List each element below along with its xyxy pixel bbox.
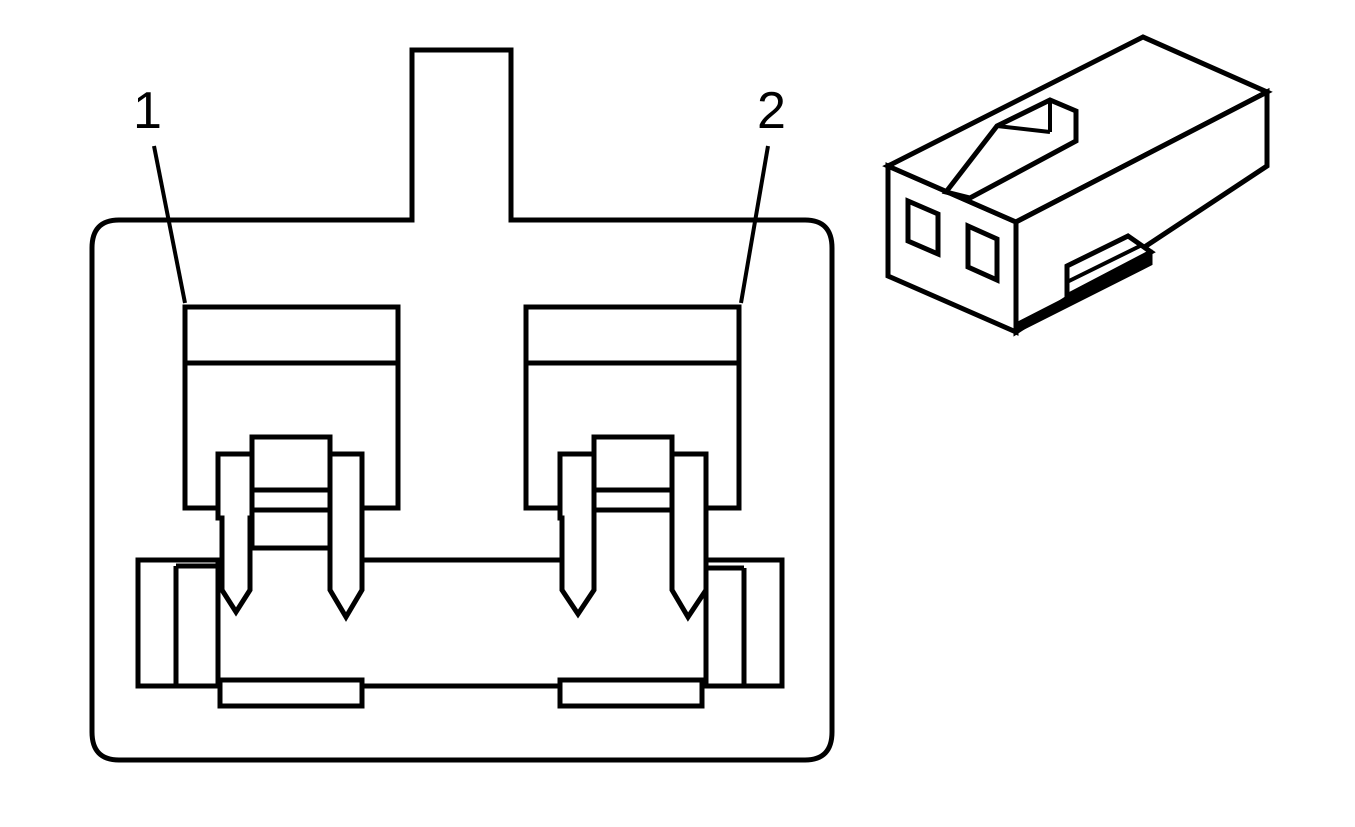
connector-housing-outline (89, 47, 835, 763)
connector-face-view: 1 2 (89, 47, 835, 763)
connector-isometric-view (882, 34, 1273, 337)
terminal-window-1 (905, 197, 941, 258)
terminal-window-2 (965, 222, 1000, 284)
terminal-blade (557, 508, 597, 619)
terminal-blade (215, 508, 255, 617)
pin-1-leader-line (152, 145, 187, 304)
pin-2-leader-line (739, 145, 770, 304)
pin-label-1: 1 (133, 82, 162, 140)
pin-label-2: 2 (757, 82, 786, 140)
terminal-blade (327, 508, 365, 622)
retainer-foot (217, 677, 365, 709)
terminal-retainer (135, 557, 785, 709)
terminal-blade (669, 508, 709, 622)
terminal-cavity-2 (523, 304, 742, 622)
terminal-cavity-1 (182, 304, 401, 622)
retainer-foot (557, 677, 705, 709)
